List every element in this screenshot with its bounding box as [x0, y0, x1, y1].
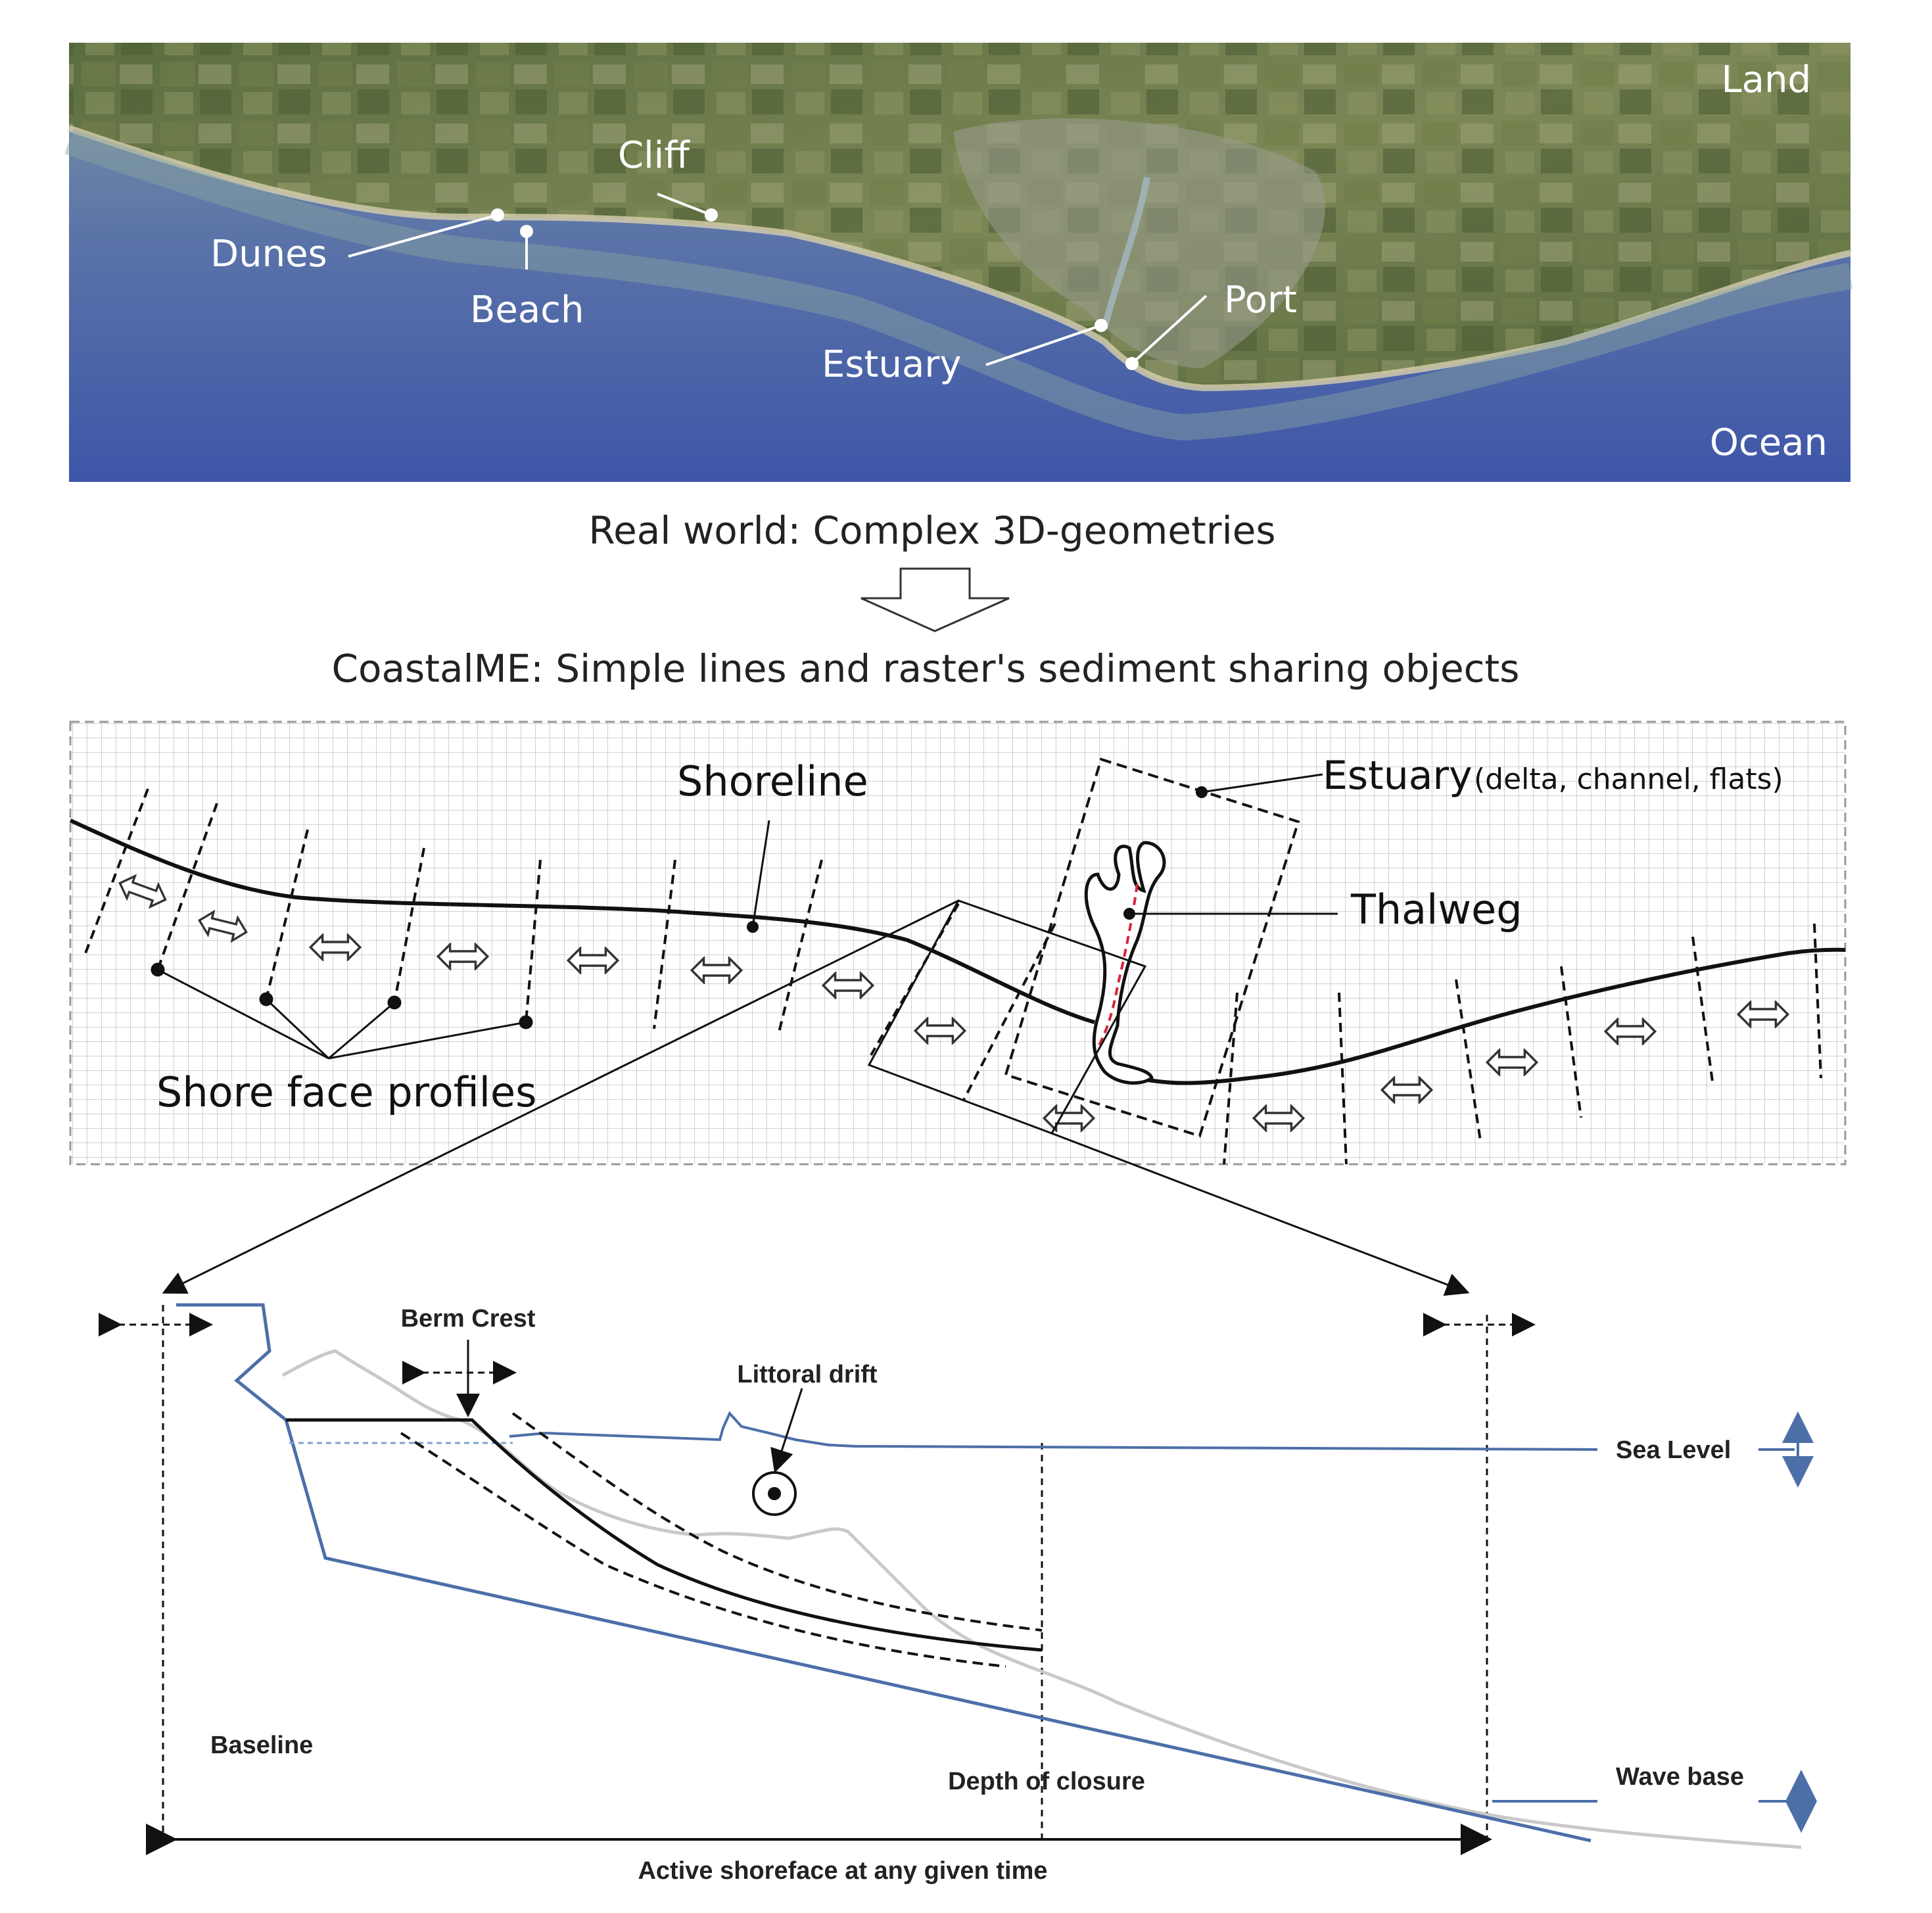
beach-callout: Beach	[470, 225, 584, 331]
profile-envelope-lower	[400, 1432, 1006, 1668]
raster-border	[69, 720, 1847, 1166]
thalweg-label: Thalweg	[1350, 886, 1522, 933]
beach-label: Beach	[470, 289, 584, 331]
estuary-channel	[1101, 177, 1150, 330]
town-area	[953, 118, 1326, 368]
shoreline-callout	[747, 820, 770, 933]
coastalme-caption: CoastalME: Simple lines and raster's sed…	[331, 646, 1519, 691]
estuary-schematic-label: Estuary	[1323, 753, 1473, 799]
estuary-label: Estuary	[822, 343, 962, 386]
zoom-connector-lines	[162, 899, 1470, 1296]
littoral-drift-icon	[752, 1388, 803, 1516]
wave-base-label: Wave base	[1616, 1763, 1744, 1791]
estuary-note-label: (delta, channel, flats)	[1474, 763, 1783, 796]
shoreline-line	[69, 818, 1846, 1085]
beach-strip	[68, 125, 1852, 392]
estuary-channel-outline	[1084, 841, 1166, 1085]
ocean-label: Ocean	[1710, 421, 1827, 464]
active-shoreface-label: Active shoreface at any given time	[638, 1857, 1047, 1885]
shore-face-profiles-label: Shore face profiles	[156, 1068, 536, 1116]
dunes-callout: Dunes	[210, 208, 504, 275]
sea-level-variation-arrow	[1758, 1411, 1814, 1488]
sea-level-label: Sea Level	[1616, 1436, 1731, 1464]
profile-lines	[84, 788, 1822, 1165]
sea-surface-line	[509, 1411, 1598, 1451]
wave-base-variation-arrow	[1758, 1770, 1817, 1833]
aerial-image: Land Ocean Dunes Beach Cliff Estuary Por…	[64, 43, 1853, 482]
land-label: Land	[1721, 59, 1811, 101]
cross-shore-profile: Berm Crest Littoral drift Sea Level Base…	[99, 1303, 1817, 1885]
baseline-label: Baseline	[210, 1732, 313, 1759]
depth-of-closure-label: Depth of closure	[948, 1768, 1145, 1795]
profile-envelope-upper	[511, 1412, 1043, 1632]
cliff-callout: Cliff	[618, 134, 718, 222]
thalweg-callout	[1123, 908, 1338, 920]
estuary-callout: Estuary	[822, 319, 1108, 386]
port-label: Port	[1224, 279, 1297, 321]
farm-fields	[69, 43, 1850, 388]
shoreline-label: Shoreline	[677, 757, 868, 805]
schematic-panel: Shoreline Estuary (delta, channel, flats…	[69, 720, 1847, 1166]
shore-face-profiles-callout	[151, 962, 533, 1060]
existing-bathymetry-line	[281, 1349, 1802, 1849]
estuary-polygon	[1004, 757, 1323, 1138]
dunes-label: Dunes	[210, 233, 327, 275]
littoral-drift-label: Littoral drift	[737, 1361, 878, 1388]
raster-grid	[70, 722, 1845, 1164]
coast-outline-blue	[176, 1303, 1591, 1843]
modelled-profile-line	[286, 1418, 1043, 1652]
real-world-caption: Real world: Complex 3D-geometries	[588, 508, 1275, 553]
berm-crest-label: Berm Crest	[401, 1305, 536, 1333]
down-arrow-icon	[860, 567, 1010, 632]
port-callout: Port	[1125, 279, 1297, 370]
cliff-label: Cliff	[618, 134, 690, 177]
